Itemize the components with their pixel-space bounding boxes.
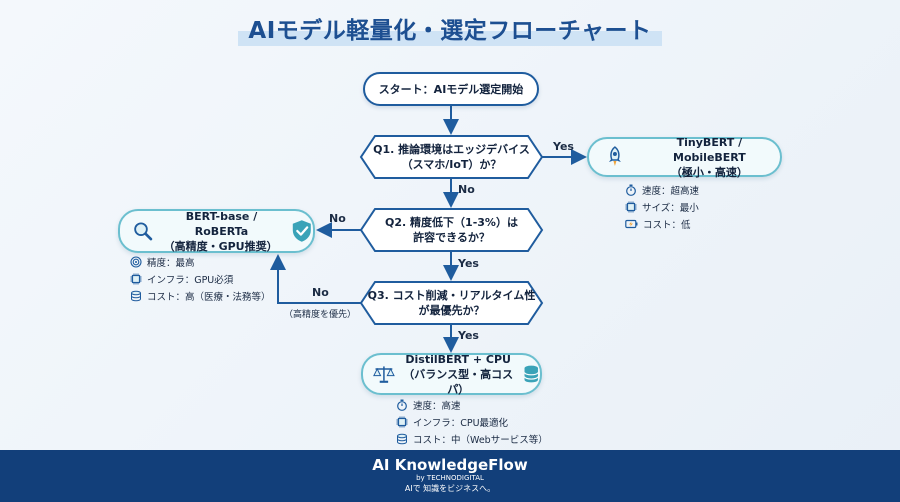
bert-attributes: 精度：最高 インフラ：GPU必須 コスト：高（医療・法務等）: [130, 253, 271, 304]
footer-tagline: AIで 知識をビジネスへ。: [404, 484, 496, 493]
battery-icon: [625, 219, 638, 228]
coins-stack-icon: [523, 365, 539, 383]
q3-line2: が最優先か？: [418, 304, 485, 317]
magnifier-icon: [134, 222, 153, 241]
q3-no-note: （高精度を優先）: [284, 310, 357, 320]
tinybert-attributes: 速度：超高速 サイズ：最小 コスト：低: [625, 181, 699, 232]
distilbert-attr-speed: 速度：高速: [396, 396, 548, 413]
coins-icon: [131, 290, 141, 301]
target-icon: [130, 255, 142, 268]
bert-result: BERT-base / RoBERTa （高精度・GPU推奨）: [118, 209, 315, 253]
distilbert-attr-cost: コスト：中（Webサービス等）: [396, 430, 548, 447]
bert-line2: （高精度・GPU推奨）: [163, 239, 278, 253]
q1-shape: [359, 135, 544, 179]
q2-line1: Q2. 精度低下（1-3%）は: [385, 216, 518, 229]
q3-yes-label: Yes: [458, 329, 479, 342]
q3-no-label: No: [312, 286, 329, 299]
bert-attr-cost: コスト：高（医療・法務等）: [130, 287, 271, 304]
q3-node: Q3. コスト削減・リアルタイム性 が最優先か？: [366, 282, 537, 324]
tinybert-result: TinyBERT / MobileBERT （極小・高速）: [587, 135, 782, 179]
coins-icon: [397, 433, 407, 444]
q1-node: Q1. 推論環境はエッジデバイス （スマホ/IoT）か？: [366, 136, 537, 178]
q2-node: Q2. 精度低下（1-3%）は 許容できるか？: [366, 209, 537, 251]
distilbert-attr-infra: インフラ：CPU最適化: [396, 413, 548, 430]
footer-brand: AI KnowledgeFlow: [372, 456, 528, 474]
start-node: スタート：AIモデル選定開始: [363, 72, 539, 106]
q2-line2: 許容できるか？: [413, 231, 490, 244]
bert-line1: BERT-base / RoBERTa: [185, 209, 258, 238]
q3-no-arrow: [270, 254, 361, 304]
footer-banner: AI KnowledgeFlow by TECHNODIGITAL AIで 知識…: [0, 450, 900, 502]
bert-attr-infra: インフラ：GPU必須: [130, 270, 271, 287]
rocket-icon: [608, 146, 621, 166]
tinybert-line1: TinyBERT / MobileBERT: [673, 135, 746, 164]
q2-no-label: No: [329, 212, 346, 225]
stopwatch-icon: [397, 399, 407, 411]
distilbert-attributes: 速度：高速 インフラ：CPU最適化 コスト：中（Webサービス等）: [396, 396, 548, 447]
tinybert-attr-speed: 速度：超高速: [625, 181, 699, 198]
tinybert-attr-cost: コスト：低: [625, 215, 699, 232]
shield-check-icon: [293, 220, 312, 242]
chip-icon: [130, 273, 142, 284]
start-label: スタート：AIモデル選定開始: [378, 82, 524, 96]
distilbert-result: DistilBERT + CPU （バランス型・高コスパ）: [361, 352, 542, 396]
distilbert-line1: DistilBERT + CPU: [405, 352, 511, 366]
q1-no-label: No: [458, 183, 475, 196]
bert-attr-accuracy: 精度：最高: [130, 253, 271, 270]
footer-byline: by TECHNODIGITAL: [416, 474, 484, 482]
distilbert-line2: （バランス型・高コスパ）: [403, 367, 514, 396]
q3-line1: Q3. コスト削減・リアルタイム性: [367, 289, 536, 302]
chart-title: AIモデル軽量化・選定フローチャート: [0, 10, 900, 46]
tinybert-line2: （極小・高速）: [670, 165, 748, 179]
chip-icon: [396, 416, 408, 427]
q2-yes-label: Yes: [458, 257, 479, 270]
q1-yes-label: Yes: [553, 140, 574, 153]
stopwatch-icon: [626, 184, 636, 196]
q1-line1: Q1. 推論環境はエッジデバイス: [373, 143, 530, 156]
chip-icon: [625, 201, 637, 212]
scales-icon: [373, 366, 395, 383]
tinybert-attr-size: サイズ：最小: [625, 198, 699, 215]
q1-line2: （スマホ/IoT）か？: [401, 158, 502, 171]
